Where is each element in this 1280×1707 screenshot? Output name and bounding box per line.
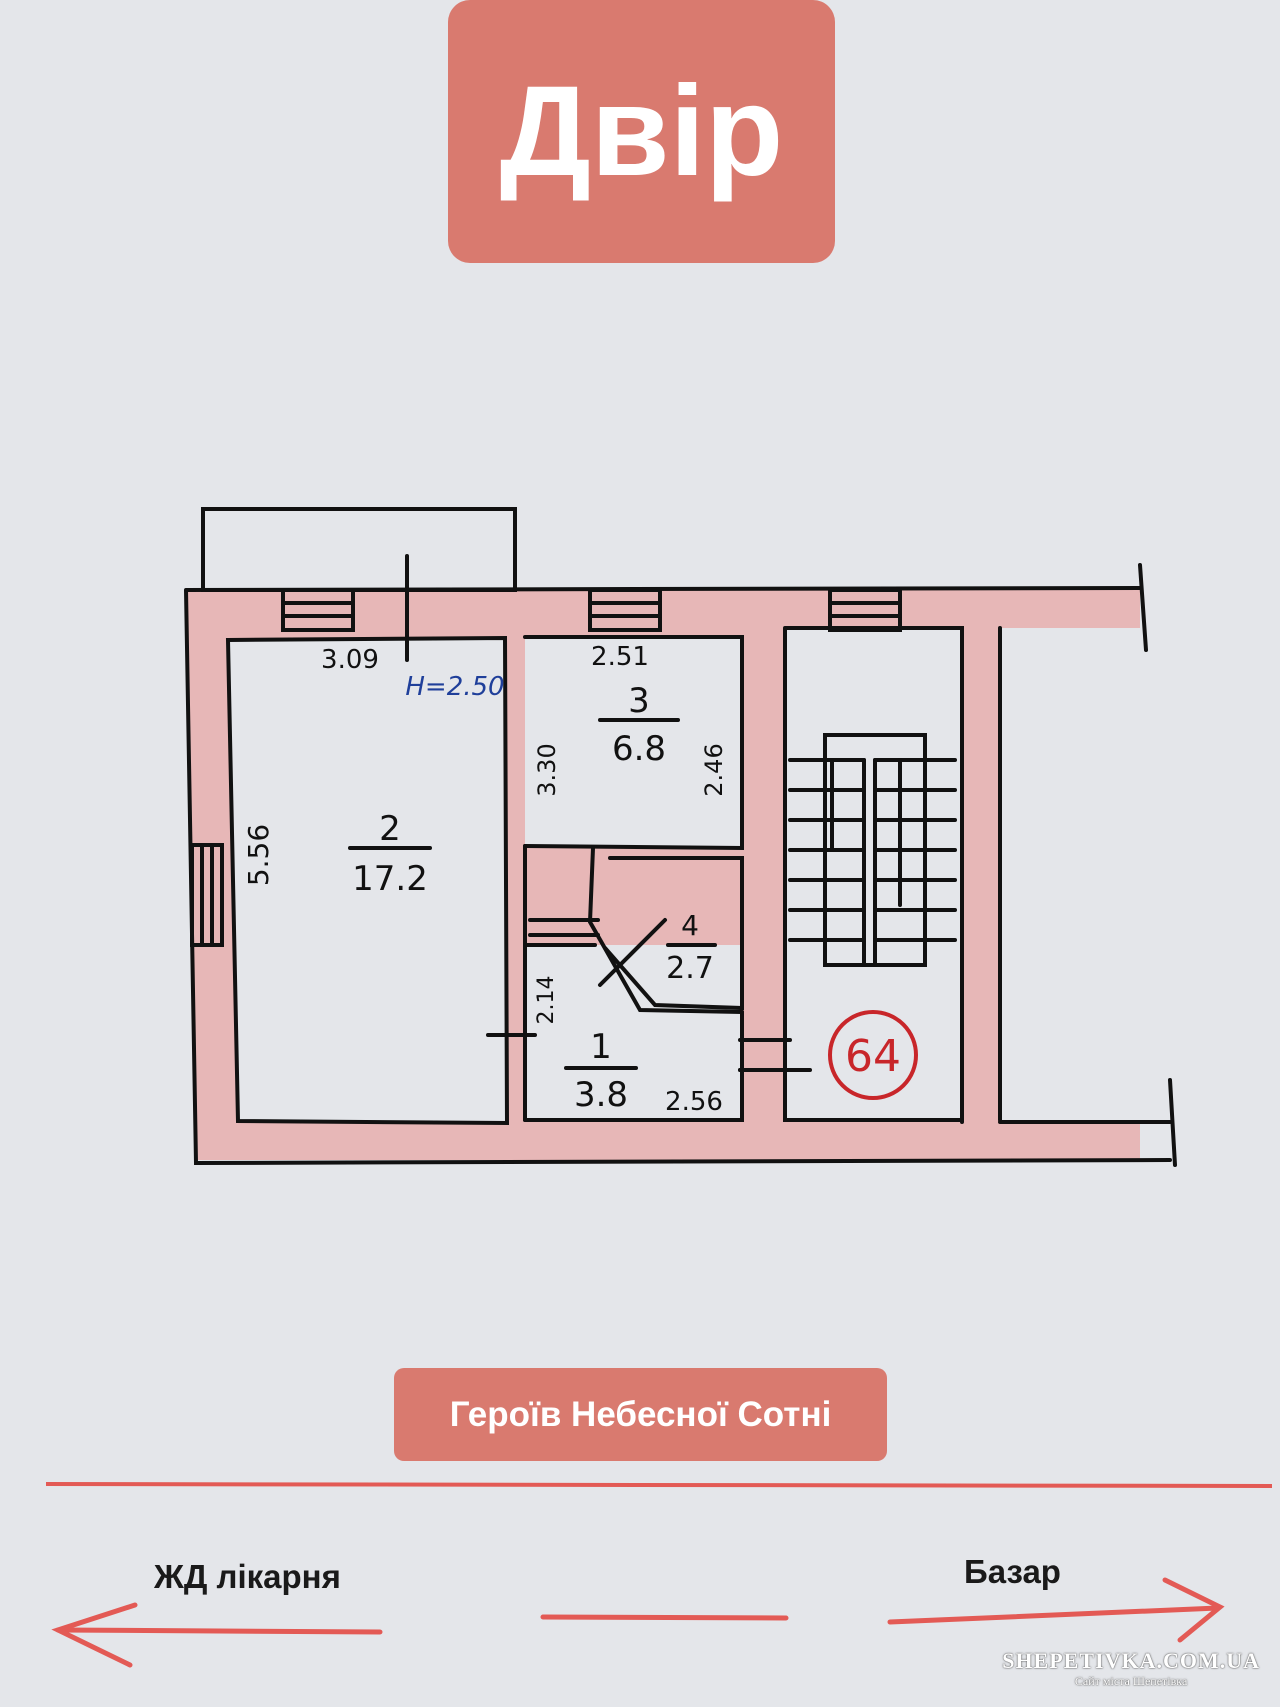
site-watermark: SHEPETIVKA.COM.UA Сайт міста Шепетівка (1002, 1648, 1260, 1689)
dimension-room1-width: 2.56 (665, 1087, 723, 1117)
room-3-outline (523, 635, 744, 851)
street-name-label: Героїв Небесної Сотні (394, 1368, 887, 1461)
room-2-area: 17.2 (352, 859, 428, 899)
direction-right-label: Базар (964, 1553, 1061, 1590)
door-marks (405, 554, 812, 1072)
watermark-subtitle: Сайт міста Шепетівка (1074, 1674, 1188, 1688)
room-3-number: 3 (628, 681, 650, 721)
dimension-room3-length-right: 2.46 (700, 743, 728, 796)
room-4-outline (603, 856, 744, 1011)
balcony (201, 507, 517, 592)
window-marks (190, 588, 902, 947)
room-1-number: 1 (590, 1027, 612, 1067)
dimension-room3-length-left: 3.30 (533, 743, 561, 796)
dimension-room2-length: 5.56 (242, 824, 275, 886)
street-segment (540, 1614, 789, 1621)
ceiling-height: H=2.50 (405, 672, 504, 702)
arrow-right-icon (887, 1577, 1225, 1643)
room-1-area: 3.8 (574, 1075, 628, 1115)
room-2-outline (225, 635, 510, 1126)
room-1-outline (523, 943, 744, 1122)
yard-label: Двір (448, 0, 835, 263)
wall-fill (186, 588, 1140, 1160)
dimension-room1-length: 2.14 (534, 976, 559, 1025)
dimension-room3-width: 2.51 (591, 642, 649, 672)
watermark-site: SHEPETIVKA.COM.UA (1002, 1648, 1260, 1673)
direction-left-label: ЖД лікарня (154, 1558, 341, 1595)
apartment-number: 64 (845, 1031, 901, 1082)
room-4-area: 2.7 (666, 951, 714, 986)
dimension-room2-width: 3.09 (321, 645, 379, 675)
apartment-circle (828, 1010, 918, 1100)
stair-flights (788, 733, 957, 967)
room-4-number: 4 (681, 909, 699, 942)
room-3-area: 6.8 (612, 729, 666, 769)
arrow-left-icon (51, 1602, 383, 1668)
room-2-number: 2 (379, 809, 401, 849)
street-line (45, 1482, 1273, 1488)
